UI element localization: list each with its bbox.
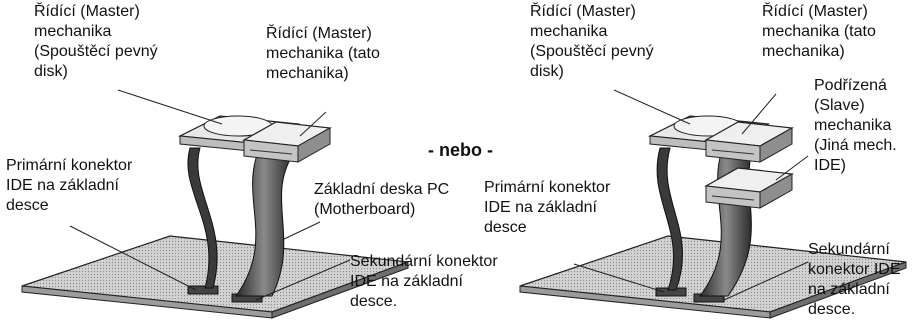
right-optical-drive-slave bbox=[704, 167, 794, 209]
leader-line bbox=[281, 221, 321, 241]
label-left-motherboard: Základní deska PC(Motherboard) bbox=[314, 181, 450, 218]
left-primary-connector bbox=[187, 285, 219, 295]
label-right-slave-drive: Podřízená(Slave) mechanika(Jiná mech. ID… bbox=[814, 77, 897, 174]
leader-line bbox=[613, 89, 691, 125]
leader-line bbox=[117, 89, 223, 125]
leader-line bbox=[741, 93, 777, 135]
left-setup bbox=[21, 89, 409, 319]
leader-line bbox=[573, 263, 665, 293]
leader-line bbox=[723, 261, 809, 301]
leader-line bbox=[299, 111, 327, 137]
leader-line bbox=[69, 225, 197, 291]
left-secondary-cable bbox=[235, 151, 293, 297]
leader-line bbox=[255, 259, 351, 301]
separator-or-label: - nebo - bbox=[428, 140, 493, 160]
right-primary-cable bbox=[656, 147, 684, 291]
leader-line bbox=[775, 155, 809, 181]
label-left-master-boot-drive: Řídící (Master)mechanika (Spouštěcí pevn… bbox=[34, 3, 158, 80]
right-optical-drive-master bbox=[704, 121, 794, 163]
right-setup bbox=[519, 89, 907, 319]
label-right-master-this-drive: Řídící (Master)mechanika (tato mechanika… bbox=[762, 3, 876, 60]
label-right-master-boot-drive: Řídící (Master)mechanika (Spouštěcí pevn… bbox=[530, 3, 654, 80]
left-primary-cable bbox=[187, 147, 218, 289]
label-left-master-this-drive: Řídící (Master)mechanika (tato mechanika… bbox=[266, 25, 380, 82]
